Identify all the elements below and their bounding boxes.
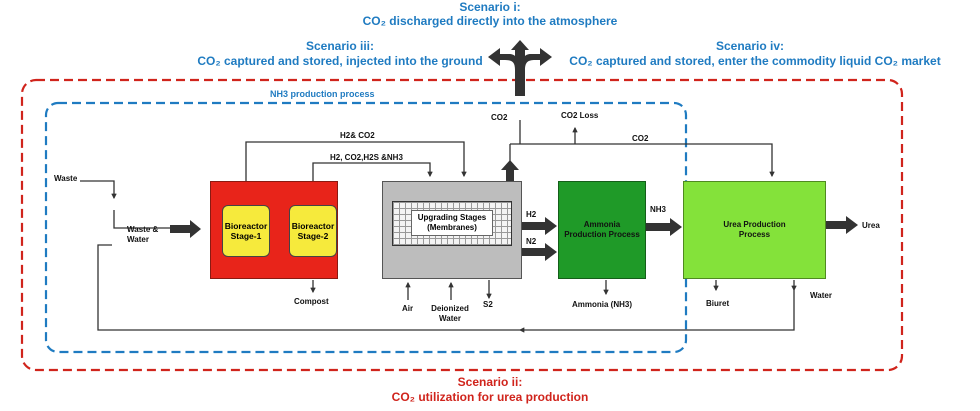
co2-to-urea-label: CO2 (632, 134, 649, 143)
water-recycle-line (518, 290, 795, 333)
compost-label: Compost (294, 297, 329, 306)
urea-block-arrow (826, 216, 858, 234)
upgrading-up-arrow (501, 160, 519, 181)
h2-co2-line (245, 141, 467, 181)
scenario-iii-desc: CO₂ captured and stored, injected into t… (197, 54, 483, 68)
ammonia-out-label: Ammonia (NH3) (572, 300, 633, 309)
water-return-line (97, 244, 520, 331)
n2-block-arrow (522, 243, 557, 261)
h2-block-arrow (522, 217, 557, 235)
biuret-label: Biuret (706, 299, 730, 308)
scenario-iii-title: Scenario iii: (305, 39, 375, 53)
air-label: Air (402, 304, 414, 313)
nh3-process-label: NH3 production process (270, 89, 375, 99)
scenario-iv-desc: CO₂ captured and stored, enter the commo… (569, 54, 941, 68)
scenario-i-title: Scenario i: (459, 0, 521, 14)
gas-mix-line (312, 162, 433, 181)
co2-top-label: CO2 (491, 113, 508, 122)
waste-water-label: Waste & Water (127, 225, 159, 244)
n2-label: N2 (526, 237, 537, 246)
bioreactor-stage-2: Bioreactor Stage-2 (289, 205, 337, 257)
h2-label: H2 (526, 210, 537, 219)
h2-co2-label: H2& CO2 (340, 131, 375, 140)
ammonia-process-block: Ammonia Production Process (558, 181, 646, 279)
s2-label: S2 (483, 300, 493, 309)
co2-loss-label: CO2 Loss (561, 111, 599, 120)
scenario-ii-title: Scenario ii: (457, 375, 523, 389)
water-label: Water (810, 291, 832, 300)
waste-line (80, 180, 117, 200)
waste-label: Waste (54, 174, 78, 183)
scenario-iv-title: Scenario iv: (715, 39, 785, 53)
nh3-block-arrow (646, 218, 682, 236)
co2-stack-arrow (488, 40, 552, 96)
scenario-ii-boundary (20, 78, 904, 372)
scenario-ii-desc: CO₂ utilization for urea production (391, 390, 589, 404)
scenario-i-desc: CO₂ discharged directly into the atmosph… (362, 14, 618, 28)
upgrading-stages-label: Upgrading Stages (Membranes) (411, 210, 493, 236)
deionized-water-label: Deionized Water (431, 304, 469, 323)
waste-water-feed-line (113, 210, 198, 231)
bioreactor-stage-1: Bioreactor Stage-1 (222, 205, 270, 257)
gas-mix-label: H2, CO2,H2S &NH3 (330, 153, 403, 162)
urea-out-label: Urea (862, 221, 880, 230)
feed-block-arrow (170, 220, 201, 238)
nh3-label: NH3 (650, 205, 667, 214)
co2-header-line (510, 143, 775, 178)
urea-process-block: Urea Production Process (683, 181, 826, 279)
